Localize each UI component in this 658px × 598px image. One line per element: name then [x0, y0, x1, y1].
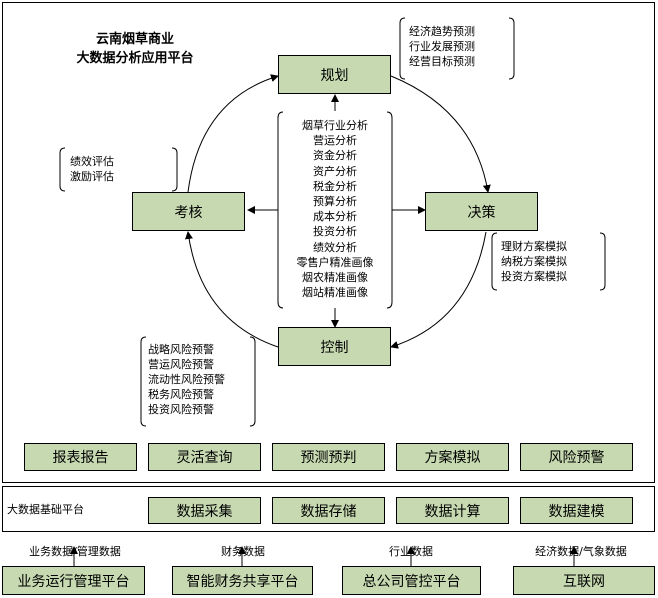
decide-note: 纳税方案模拟 [501, 255, 567, 268]
analysis-item: 烟站精准画像 [302, 286, 368, 300]
decide-box: 决策 [425, 192, 538, 231]
function-box-forecast: 预测预判 [272, 443, 385, 471]
bigdata-model: 数据建模 [520, 497, 633, 524]
control-box: 控制 [278, 327, 391, 366]
source-platform-hq: 总公司管控平台 [342, 566, 481, 595]
analysis-item: 绩效分析 [313, 240, 357, 254]
center-bracket-right [386, 111, 393, 309]
center-bracket-left [277, 111, 284, 309]
function-box-simulation: 方案模拟 [396, 443, 509, 471]
decide-notes: 理财方案模拟 纳税方案模拟 投资方案模拟 [501, 239, 567, 284]
assess-notes: 绩效评估 激励评估 [70, 154, 114, 184]
analysis-item: 税金分析 [313, 179, 357, 193]
control-note: 营运风险预警 [148, 358, 214, 371]
assess-note: 绩效评估 [70, 155, 114, 168]
source-platform-finance: 智能财务共享平台 [172, 566, 313, 595]
control-note: 流动性风险预警 [148, 373, 225, 386]
assess-box: 考核 [132, 192, 245, 231]
plan-note: 经营目标预测 [409, 55, 475, 68]
arc-control-assess [184, 231, 279, 348]
source-label: 行业数据 [389, 545, 433, 558]
bigdata-store: 数据存储 [272, 497, 385, 524]
control-notes: 战略风险预警 营运风险预警 流动性风险预警 税务风险预警 投资风险预警 [148, 342, 225, 417]
analysis-item: 烟草行业分析 [302, 119, 368, 132]
decide-note: 理财方案模拟 [501, 240, 567, 253]
source-label: 经济数据/气象数据 [535, 545, 627, 558]
source-label: 业务数据/管理数据 [29, 545, 121, 558]
assess-note: 激励评估 [70, 170, 114, 183]
analysis-item: 营运分析 [313, 134, 357, 148]
title-line2: 大数据分析应用平台 [76, 51, 194, 66]
control-note: 投资风险预警 [148, 403, 214, 416]
analysis-item: 资金分析 [313, 149, 357, 163]
analysis-item: 成本分析 [313, 210, 357, 224]
analysis-item: 预算分析 [313, 195, 357, 209]
title-line1: 云南烟草商业 [95, 32, 174, 47]
arc-assess-plan [187, 74, 279, 193]
bigdata-compute: 数据计算 [396, 497, 509, 524]
plan-box: 规划 [278, 55, 391, 94]
analysis-list: 烟草行业分析 营运分析 资金分析 资产分析 税金分析 预算分析 成本分析 投资分… [281, 118, 389, 300]
control-note: 税务风险预警 [148, 388, 214, 401]
plan-note: 经济趋势预测 [409, 25, 475, 38]
analysis-item: 零售户精准画像 [296, 255, 374, 269]
plan-notes: 经济趋势预测 行业发展预测 经营目标预测 [409, 24, 475, 69]
plan-note: 行业发展预测 [409, 40, 475, 53]
bigdata-label: 大数据基础平台 [7, 503, 84, 516]
function-box-reports: 报表报告 [24, 443, 137, 471]
arc-plan-decide [390, 75, 491, 193]
analysis-item: 投资分析 [313, 225, 357, 239]
source-label: 财务数据 [221, 545, 265, 558]
top-section-frame [2, 2, 655, 483]
decide-note: 投资方案模拟 [501, 270, 567, 283]
bigdata-section-frame [2, 486, 655, 532]
arc-decide-control [390, 231, 487, 349]
function-box-risk-alert: 风险预警 [520, 443, 633, 471]
analysis-item: 资产分析 [313, 164, 357, 178]
bigdata-collect: 数据采集 [148, 497, 261, 524]
analysis-item: 烟农精准画像 [302, 271, 368, 285]
source-platform-business: 业务运行管理平台 [2, 566, 145, 595]
function-box-query: 灵活查询 [148, 443, 261, 471]
control-note: 战略风险预警 [148, 343, 214, 356]
diagram-title: 云南烟草商业 大数据分析应用平台 [55, 30, 215, 68]
source-platform-internet: 互联网 [513, 566, 655, 595]
